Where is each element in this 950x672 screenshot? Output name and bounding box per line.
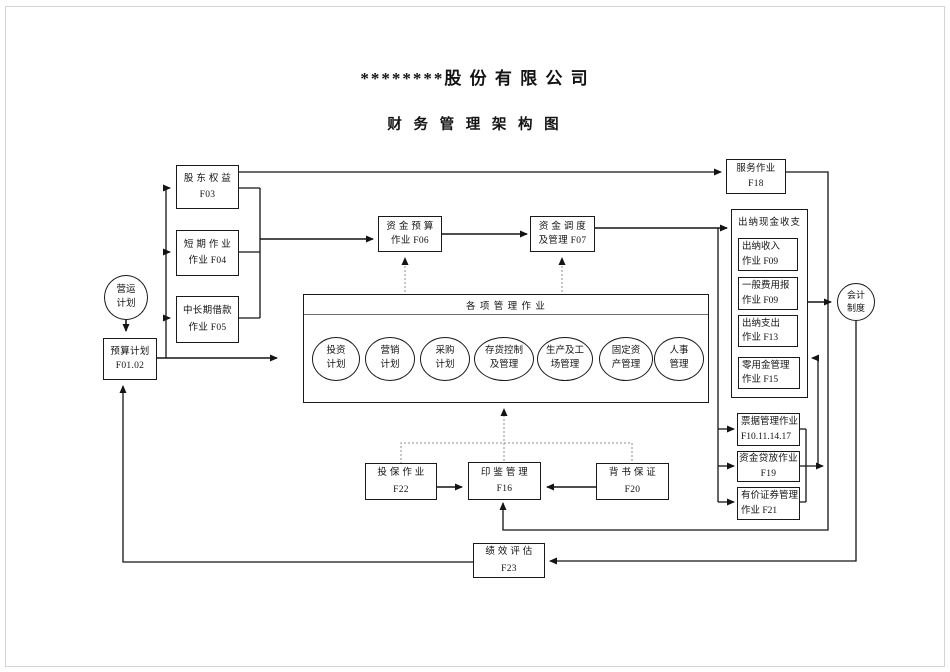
node-label: 人事	[669, 346, 689, 357]
node-label: F20	[624, 484, 641, 495]
node-investment-plan: 投资 计划	[312, 337, 360, 381]
node-label: 作业 F15	[742, 375, 779, 385]
node-label: 短 期 作 业	[183, 239, 232, 250]
page-title: ********股 份 有 限 公 司	[360, 69, 590, 88]
node-performance-eval: 绩 效 评 估 F23	[473, 543, 545, 578]
node-general-expense: 一般费用报 作业 F09	[738, 277, 798, 310]
node-label: 场管理	[550, 360, 580, 370]
node-operating-plan: 营运 计划	[104, 275, 148, 320]
edge-dotted-bottom-link	[400, 442, 633, 464]
node-label: 计划	[380, 360, 400, 370]
node-label: 出纳收入	[742, 242, 781, 253]
node-label: 印 鉴 管 理	[480, 467, 529, 478]
node-marketing-plan: 营销 计划	[365, 337, 415, 381]
node-label: 营销	[380, 346, 400, 357]
node-label: 作业 F21	[741, 505, 778, 516]
node-label: 零用金管理	[742, 360, 790, 371]
node-label: 作业 F09	[742, 256, 779, 267]
node-label: 中长期借款	[182, 306, 232, 317]
node-label: 计划	[326, 360, 346, 370]
node-label: 资 金 调 度	[538, 221, 587, 232]
node-procurement-plan: 采购 计划	[420, 337, 470, 381]
page-subtitle: 财 务 管 理 架 构 图	[387, 117, 563, 133]
node-shareholder-equity: 股 东 权 益 F03	[176, 165, 239, 209]
node-label: 作业 F09	[742, 295, 779, 306]
node-label: F23	[501, 563, 517, 574]
edge-f18-to-seal	[499, 171, 829, 531]
node-label: 作业 F06	[391, 236, 429, 246]
node-seal-mgmt: 印 鉴 管 理 F16	[468, 462, 541, 500]
edge-performance-to-budget	[119, 385, 473, 563]
node-mid-long-term-loan: 中长期借款 作业 F05	[176, 296, 239, 343]
node-label: 营运	[116, 284, 136, 295]
node-label: 及管理	[489, 360, 519, 370]
node-label: 绩 效 评 估	[485, 547, 533, 558]
node-fixed-asset-mgmt: 固定资 产管理	[599, 337, 653, 381]
node-insurance-ops: 投 保 作 业 F22	[365, 463, 437, 500]
node-label: 资 金 预 算	[386, 221, 434, 232]
node-label: 计划	[116, 298, 136, 309]
node-personnel-mgmt: 人事 管理	[654, 337, 704, 381]
node-cashier-income: 出纳收入 作业 F09	[738, 238, 798, 271]
node-label: F22	[393, 484, 409, 495]
edge-merge-bracket	[239, 187, 261, 319]
node-label: F01.02	[115, 361, 145, 371]
node-label: 存货控制	[484, 346, 523, 357]
node-service-ops: 服务作业 F18	[726, 159, 786, 194]
node-endorsement-guarantee: 背 书 保 证 F20	[596, 463, 669, 500]
edge-bracket-to-cashier	[811, 354, 819, 466]
node-label: F10.11.14.17	[741, 431, 792, 442]
node-budget-plan: 预算计划 F01.02	[103, 338, 157, 380]
node-label: 作业 F05	[188, 322, 227, 333]
node-label: 会计	[846, 289, 865, 300]
node-label: 生产及工	[545, 346, 584, 357]
node-label: 管理	[669, 360, 689, 370]
node-label: 投资	[326, 346, 346, 357]
node-label: 作业 F13	[742, 333, 779, 343]
node-short-term-ops: 短 期 作 业 作业 F04	[176, 230, 239, 276]
node-label: 票据管理作业	[741, 417, 799, 428]
node-fund-dispatch: 资 金 调 度 及管理 F07	[530, 216, 595, 252]
node-securities-mgmt: 有价证券管理 作业 F21	[737, 487, 800, 520]
node-label: 及管理 F07	[538, 236, 587, 246]
node-label: 作业 F04	[188, 256, 227, 266]
node-petty-cash: 零用金管理 作业 F15	[738, 357, 800, 389]
node-label: F19	[760, 468, 777, 479]
container-title: 各 项 管 理 作 业	[304, 295, 708, 315]
node-label: F03	[199, 190, 216, 200]
node-label: F18	[748, 178, 764, 189]
node-label: 固定资	[611, 346, 641, 357]
node-label: 资金贷放作业	[739, 454, 798, 465]
node-label: 服务作业	[736, 164, 776, 175]
node-label: 产管理	[611, 360, 641, 370]
node-label: 股 东 权 益	[183, 173, 232, 184]
edge-right-bracket	[800, 428, 807, 503]
node-label: 出纳支出	[742, 318, 781, 329]
edge-accounting-to-performance	[549, 321, 857, 565]
node-label: 一般费用报	[742, 281, 790, 292]
node-production-mgmt: 生产及工 场管理	[537, 337, 593, 381]
node-label: 背 书 保 证	[608, 468, 657, 479]
node-label: 预算计划	[110, 346, 150, 357]
node-label: 投 保 作 业	[377, 468, 425, 479]
node-inventory-control: 存货控制 及管理	[474, 337, 534, 381]
node-cashier-payout: 出纳支出 作业 F13	[738, 315, 798, 347]
node-label: 有价证券管理	[741, 491, 799, 502]
node-accounting-system: 会计 制度	[837, 283, 875, 321]
node-label: 制度	[846, 303, 865, 313]
node-bill-mgmt: 票据管理作业 F10.11.14.17	[737, 413, 800, 446]
container-title: 出纳现金收支	[737, 218, 801, 228]
node-label: 采购	[435, 346, 455, 357]
node-label: F16	[496, 484, 513, 494]
node-fund-budget: 资 金 预 算 作业 F06	[378, 216, 442, 252]
node-fund-lending: 资金贷放作业 F19	[737, 451, 800, 482]
node-label: 计划	[435, 360, 455, 370]
